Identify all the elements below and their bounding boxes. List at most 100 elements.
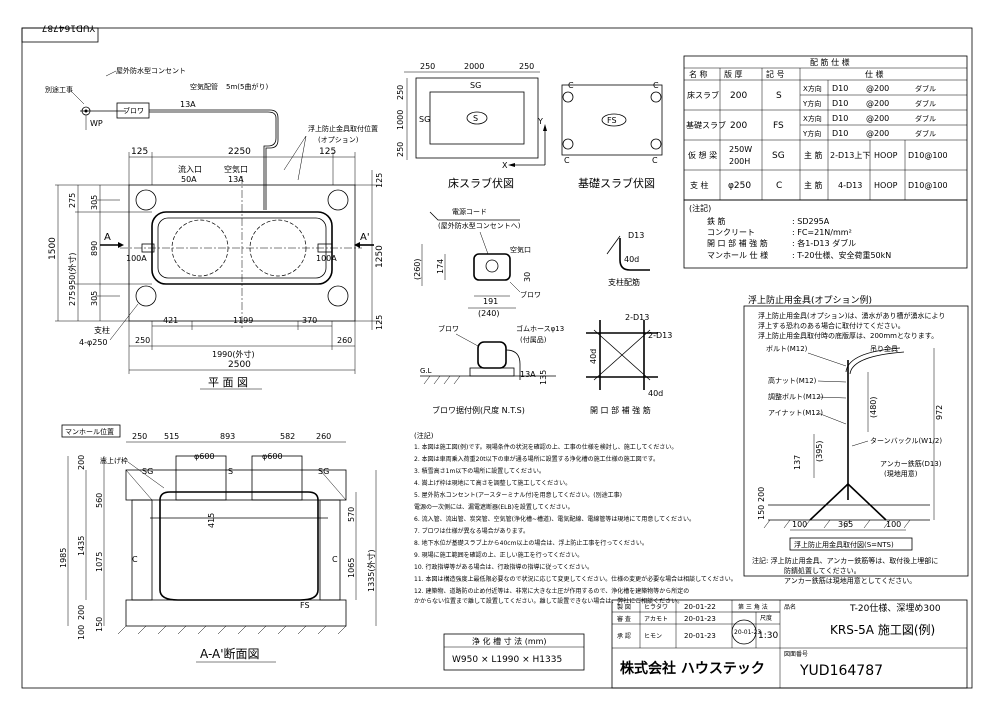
dim-275a: 275 xyxy=(68,193,77,208)
sec-caption: A-A'断面図 xyxy=(200,646,260,661)
spec-notes-l4a: マンホール 仕 様 xyxy=(707,250,768,260)
spec-r0-bar: D10 xyxy=(832,84,848,93)
tb-r2-role: 審 査 xyxy=(617,615,631,623)
callout-waterproof-outlet: 屋外防水型コンセント xyxy=(116,66,186,75)
ff-n3: 浮上防止用金具取付時の底版厚は、200mmとなります。 xyxy=(758,331,938,340)
dim-125-r1: 125 xyxy=(375,173,384,188)
dim-125-r2: 125 xyxy=(375,315,384,330)
ff-n2: 浮上する恐れのある場合に取付けてください。 xyxy=(758,321,905,330)
slab-dim-250d: 250 xyxy=(396,142,405,157)
ff-d972: 972 xyxy=(935,405,944,420)
tb-drawing-no: YUD164787 xyxy=(799,663,883,679)
sec-d570: 570 xyxy=(347,507,356,522)
sec-d582: 582 xyxy=(280,432,295,441)
sec-d1075: 1075 xyxy=(95,552,104,572)
ff-d395: (395) xyxy=(815,440,824,462)
spec-r0-thick: 200 xyxy=(730,91,747,101)
rebar-details: D13 40d 支柱配筋 2-D13 2-D13 40d 40d 開 口 部 補… xyxy=(586,231,672,415)
spec-beam-sym: SG xyxy=(772,151,785,161)
sec-phi600a: φ600 xyxy=(194,452,215,461)
tb-name-label: 品名 xyxy=(784,603,796,611)
ff-d480: (480) xyxy=(869,396,878,418)
inlet-label: 流入口 xyxy=(178,164,202,174)
dim-125b: 125 xyxy=(319,147,336,157)
sec-d893: 893 xyxy=(220,432,235,441)
dim-125a: 125 xyxy=(131,147,148,157)
tb-r3-role: 承 認 xyxy=(617,632,631,640)
dim-260: 260 xyxy=(337,336,352,345)
note-11: 11. 本図は構造強度上最低限必要なので状況に応じて変更してください。仕様の変更… xyxy=(414,575,737,583)
bd-d191: 191 xyxy=(483,297,498,306)
sec-c-r: C xyxy=(332,555,338,564)
tb-stamp-date: 20-01-23 xyxy=(734,629,761,636)
plan-caption: 平 面 図 xyxy=(208,376,248,389)
slab-dim-250b: 250 xyxy=(519,62,534,71)
spec-col-bar: 4-D13 xyxy=(838,181,862,190)
note-1: 2. 本図は車両乗入荷重20t以下の車が通る場所に設置する浄化槽の施工仕様の施工… xyxy=(414,455,659,463)
tb-scale: 1:30 xyxy=(758,631,778,641)
label-wp: WP xyxy=(90,119,103,128)
ff-nut: 高ナット(M12) xyxy=(768,376,817,385)
plan-view: 屋外防水型コンセント 別途工事 WP ブロワ 空気配管 5m(5曲がり) 13A… xyxy=(45,66,385,390)
sec-col-r xyxy=(319,499,341,601)
rd-col-caption: 支柱配筋 xyxy=(608,277,640,287)
sec-d100: 100 xyxy=(77,625,86,640)
sec-phi600b: φ600 xyxy=(262,452,283,461)
dim-2500: 2500 xyxy=(228,360,251,370)
note-2: 3. 積雪高さ1m以下の場所に設置してください。 xyxy=(414,467,545,475)
sec-tank-body xyxy=(159,491,319,601)
tb-stamp xyxy=(731,619,757,645)
spec-r2-pitch: @200 xyxy=(866,114,889,123)
rd-40db: 40d xyxy=(648,389,663,398)
spec-r2-type: ダブル xyxy=(915,114,936,123)
air-pipe-label: 空気配管 xyxy=(190,82,218,91)
bd-gl: G.L xyxy=(420,367,432,375)
bd-blower-body xyxy=(473,253,511,281)
sec-d1065: 1065 xyxy=(347,558,356,578)
spec-h-sym: 記 号 xyxy=(766,69,785,79)
tb-drawing-no-label: 図面番号 xyxy=(784,651,808,658)
spec-beam-hoop-spec: D10@100 xyxy=(908,151,948,160)
bd-d135: 135 xyxy=(539,370,548,385)
sec-d415: 415 xyxy=(207,513,216,528)
sec-d515: 515 xyxy=(164,432,179,441)
spec-beam-hoop: HOOP xyxy=(874,151,898,160)
note-10: 10. 行政指導等がある場合は、行政指導の指導に従ってください。 xyxy=(414,563,593,571)
notes-head: (注記) xyxy=(414,431,434,440)
callout-separate-work: 別途工事 xyxy=(45,85,73,94)
axis-y: Y xyxy=(537,117,543,126)
spec-notes-l4b: : T-20仕様、安全荷重50kN xyxy=(792,250,891,260)
sec-fs: FS xyxy=(300,601,310,610)
tb-r2-date: 20-01-23 xyxy=(684,615,716,623)
sec-base-slab xyxy=(125,599,347,627)
bd-hose2: (付属品) xyxy=(520,335,547,344)
out-100a: 100A xyxy=(316,254,337,263)
ff-title: 浮上防止用金具(オプション例) xyxy=(748,294,872,306)
spec-h-name: 名 称 xyxy=(689,69,708,79)
ff-caption: 浮上防止用金具取付図(S=NTS) xyxy=(794,540,894,549)
spec-beam-name: 仮 想 梁 xyxy=(688,150,717,160)
bd-d174: 174 xyxy=(436,259,445,274)
ff-d150: 150 xyxy=(757,505,766,520)
tb-company: 株式会社 ハウステック xyxy=(620,660,765,677)
ff-note1: 注記: 浮上防止用金具、アンカー鉄筋等は、取付後上埋部に xyxy=(752,556,938,565)
ff-adj: 調整ボルト(M12) xyxy=(768,392,824,401)
spec-r2-thick: 200 xyxy=(730,121,747,131)
spec-table: 配 筋 仕 様 名 称 版 厚 記 号 仕 様 床スラブ 200 S X方向 D… xyxy=(683,55,968,201)
spec-r0-name: 床スラブ xyxy=(687,90,719,100)
ff-anchor: アンカー鉄筋(D13) xyxy=(880,459,942,468)
spec-r1-type: ダブル xyxy=(915,99,936,108)
dim-2250: 2250 xyxy=(228,147,251,157)
spec-col-hoop: HOOP xyxy=(874,181,898,190)
ff-d200: 200 xyxy=(757,487,766,502)
sec-d1435: 1435 xyxy=(77,536,86,556)
tb-r3-name: ヒモン xyxy=(644,633,662,640)
note-6: 6. 流入管、流出管、炭突管、空気管(浄化槽~槽道)、電気配線、電線管等は現地に… xyxy=(414,515,695,523)
float-fitting-label: 浮上防止金具取付位置 xyxy=(308,124,378,133)
note-13: かからない位置まで離して設置してください。離して設置できない場合は、弊社にご相談… xyxy=(414,597,683,605)
slab-dim-250c: 250 xyxy=(396,85,405,100)
in-100a: 100A xyxy=(126,254,147,263)
spec-notes-head: (注記) xyxy=(689,203,711,213)
dim-1500: 1500 xyxy=(48,237,58,260)
ff-note2: 防錆処置してください。 xyxy=(784,566,861,575)
